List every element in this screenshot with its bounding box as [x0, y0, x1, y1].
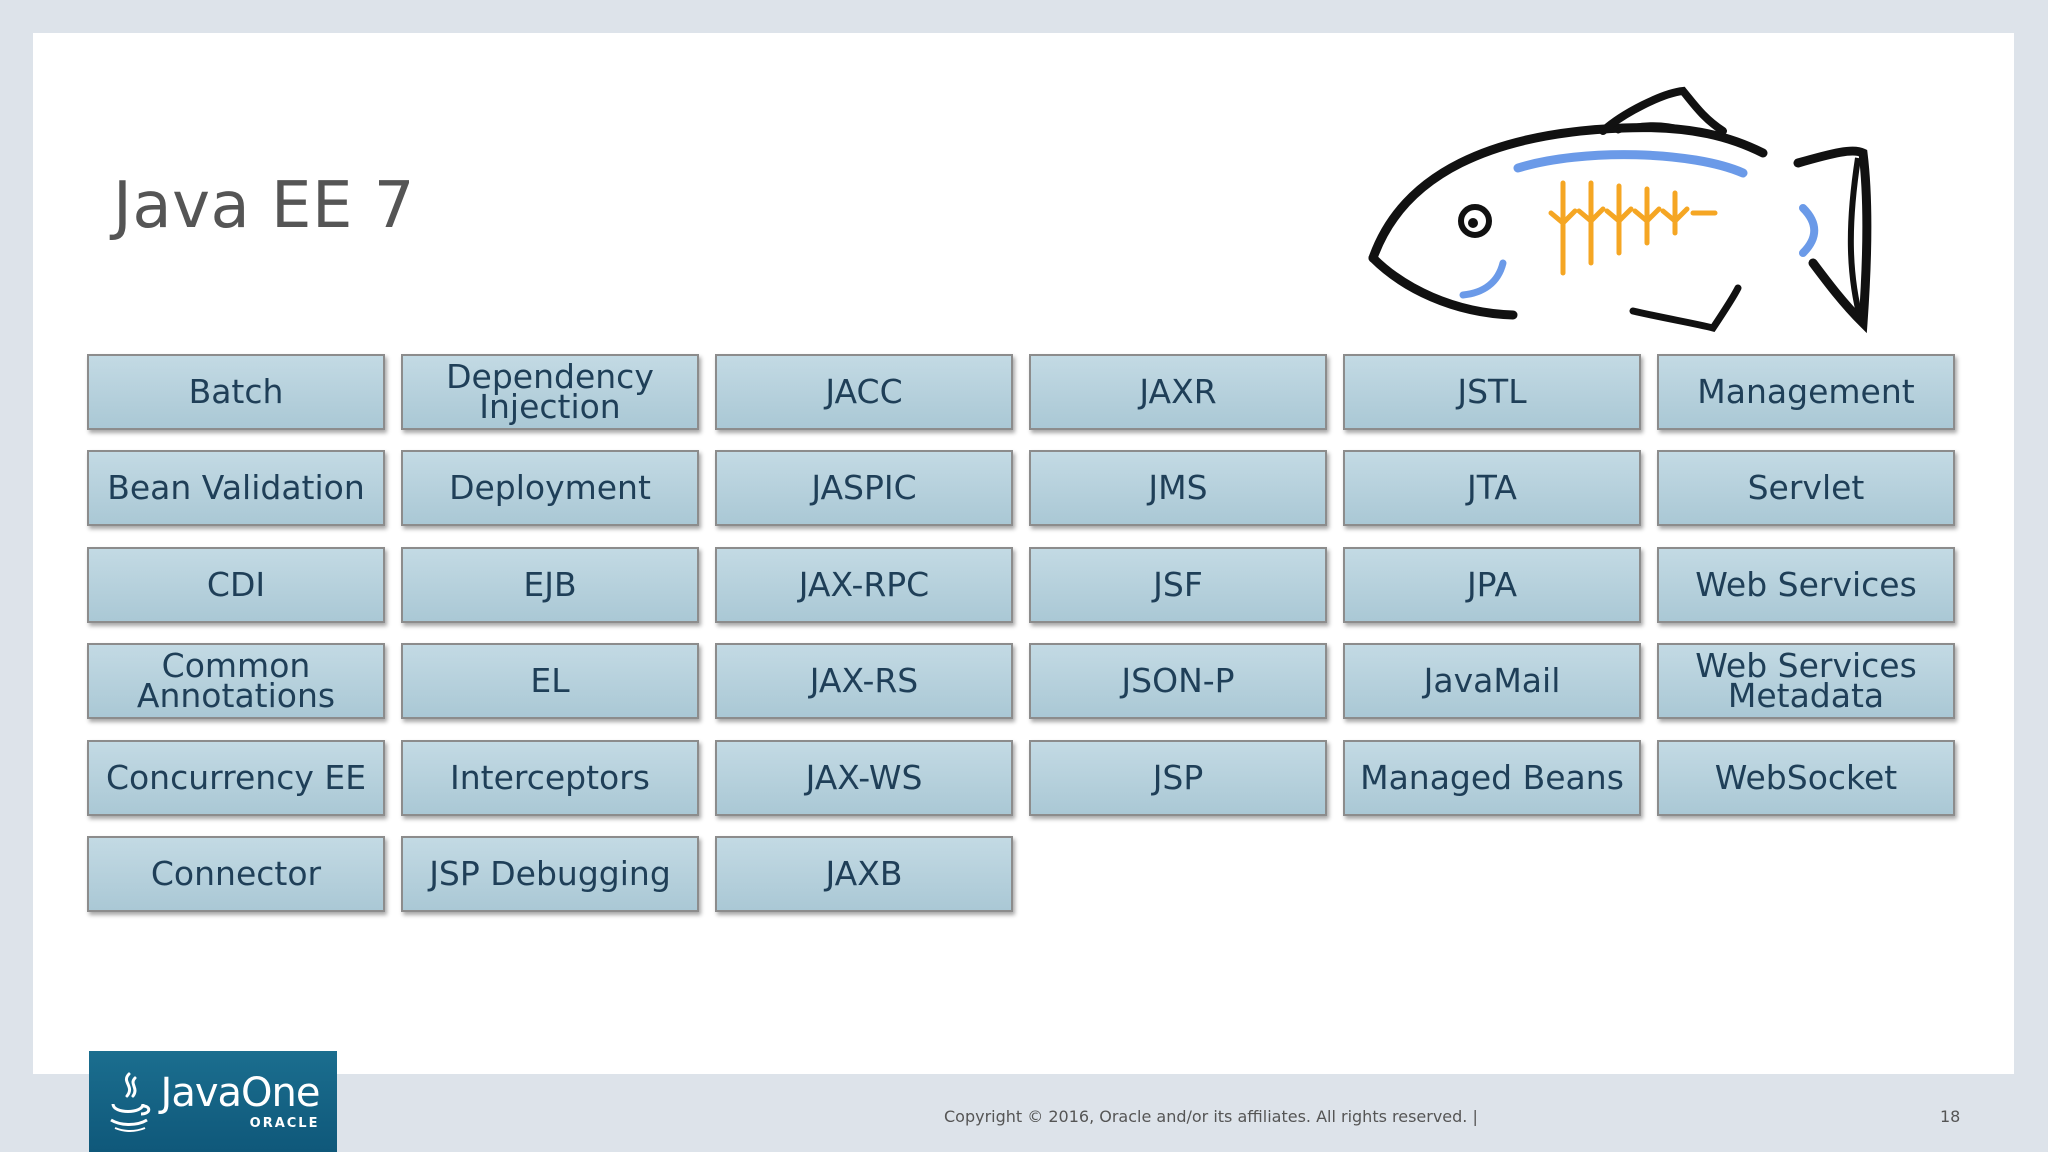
- tech-cell: JAX-WS: [715, 740, 1013, 816]
- tech-label: JSP Debugging: [429, 854, 671, 893]
- tech-label: Interceptors: [449, 758, 650, 797]
- tech-cell: Interceptors: [401, 740, 699, 816]
- tech-cell: WebSocket: [1657, 740, 1955, 816]
- tech-cell: JSTL: [1343, 354, 1641, 430]
- tech-label: WebSocket: [1714, 758, 1898, 797]
- tech-label: JACC: [825, 372, 903, 411]
- tech-cell: JSON-P: [1029, 643, 1327, 719]
- tech-label: JAX-RS: [809, 661, 919, 700]
- tech-label: Batch: [188, 372, 284, 411]
- tech-label: Management: [1697, 372, 1915, 411]
- slide-title: Java EE 7: [113, 169, 415, 243]
- tech-cell: Dependency Injection: [401, 354, 699, 430]
- tech-cell: JAX-RPC: [715, 547, 1013, 623]
- java-cup-icon: [109, 1072, 150, 1132]
- tech-label: JavaMail: [1423, 661, 1561, 700]
- tech-cell: JSP: [1029, 740, 1327, 816]
- tech-cell: JTA: [1343, 450, 1641, 526]
- tech-cell: EL: [401, 643, 699, 719]
- tech-cell: JPA: [1343, 547, 1641, 623]
- glassfish-logo-icon: [1368, 86, 1872, 334]
- tech-cell: JavaMail: [1343, 643, 1641, 719]
- tech-label: EL: [530, 661, 570, 700]
- tech-cell: Concurrency EE: [87, 740, 385, 816]
- tech-label: JSP: [1152, 758, 1204, 797]
- tech-cell: JAXB: [715, 836, 1013, 912]
- tech-cell: Common Annotations: [87, 643, 385, 719]
- tech-label: CDI: [206, 565, 266, 604]
- tech-cell: Deployment: [401, 450, 699, 526]
- tech-cell: Connector: [87, 836, 385, 912]
- tech-label: Managed Beans: [1360, 758, 1624, 797]
- tech-cell: JMS: [1029, 450, 1327, 526]
- tech-cell: JASPIC: [715, 450, 1013, 526]
- tech-label: Connector: [150, 854, 322, 893]
- tech-label: Deployment: [449, 468, 651, 507]
- tech-cell: EJB: [401, 547, 699, 623]
- copyright-notice: Copyright © 2016, Oracle and/or its affi…: [944, 1107, 1478, 1126]
- tech-cell: Servlet: [1657, 450, 1955, 526]
- tech-label: JSF: [1153, 565, 1203, 604]
- tech-label: JAXB: [825, 854, 903, 893]
- tech-label: Web Services: [1695, 565, 1917, 604]
- tech-label: EJB: [523, 565, 577, 604]
- tech-label: Web Services Metadata: [1695, 646, 1917, 715]
- tech-cell: JACC: [715, 354, 1013, 430]
- tech-cell: Bean Validation: [87, 450, 385, 526]
- tech-cell: JSF: [1029, 547, 1327, 623]
- tech-label: JTA: [1467, 468, 1517, 507]
- tech-cell: JAXR: [1029, 354, 1327, 430]
- tech-label: JSTL: [1457, 372, 1527, 411]
- logo-sub: ORACLE: [249, 1116, 320, 1131]
- tech-label: JAX-WS: [805, 758, 923, 797]
- tech-label: Servlet: [1747, 468, 1865, 507]
- tech-label: Concurrency EE: [105, 758, 367, 797]
- javaone-logo: JavaOne ORACLE: [89, 1051, 337, 1152]
- tech-cell: CDI: [87, 547, 385, 623]
- logo-brand: JavaOne: [160, 1070, 321, 1116]
- tech-cell: Management: [1657, 354, 1955, 430]
- tech-cell: Batch: [87, 354, 385, 430]
- tech-cell: Web Services Metadata: [1657, 643, 1955, 719]
- tech-cell: JAX-RS: [715, 643, 1013, 719]
- tech-cell: JSP Debugging: [401, 836, 699, 912]
- tech-label: JAX-RPC: [798, 565, 930, 604]
- tech-label: Bean Validation: [107, 468, 365, 507]
- tech-label: JMS: [1148, 468, 1208, 507]
- footer-bar: [0, 1074, 2048, 1152]
- tech-label: JAXR: [1139, 372, 1217, 411]
- tech-cell: Web Services: [1657, 547, 1955, 623]
- tech-label: Dependency Injection: [446, 357, 654, 426]
- page-number: 18: [1940, 1107, 1961, 1126]
- tech-label: JASPIC: [811, 468, 917, 507]
- tech-label: JSON-P: [1121, 661, 1235, 700]
- tech-label: JPA: [1466, 565, 1518, 604]
- tech-cell: Managed Beans: [1343, 740, 1641, 816]
- tech-label: Common Annotations: [136, 646, 336, 715]
